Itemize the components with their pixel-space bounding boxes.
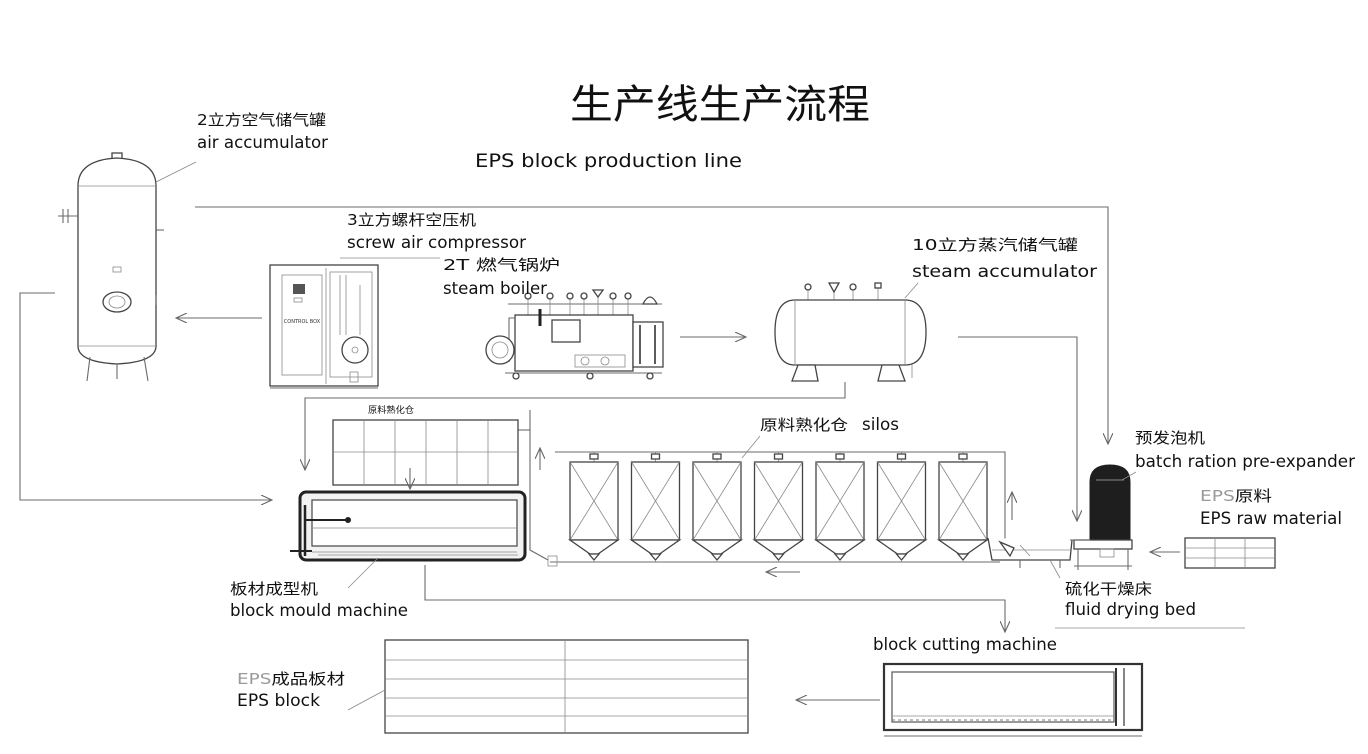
steam-accumulator-leader (904, 282, 919, 299)
silo-cross (938, 461, 988, 541)
silo-inlet-valve (712, 453, 722, 460)
cutting-machine-label: block cutting machine (873, 635, 1057, 655)
pipe-valve-box (547, 555, 558, 567)
silo-inlet-valve (773, 453, 784, 460)
pre-expander (1073, 464, 1133, 570)
silo-outlet-valve (956, 553, 970, 562)
air-accumulator-leader (155, 161, 197, 183)
raw-material-prefix: EPS (1200, 487, 1235, 505)
silo-cross (877, 461, 926, 541)
silo (875, 452, 928, 562)
silo-outlet-valve (895, 553, 908, 562)
silo-cone (752, 539, 805, 555)
mould-label-cn: 板材成型机 (230, 580, 318, 598)
silo-cone (813, 539, 867, 555)
block-mould-machine (290, 490, 527, 562)
silo-cross (815, 461, 865, 541)
block-cutting-machine (882, 662, 1144, 737)
eps-block-leader (347, 689, 386, 711)
eps-block-prefix: EPS (237, 670, 271, 688)
pre-expander-label-cn: 预发泡机 (1135, 429, 1205, 447)
silos-group (567, 452, 990, 562)
control-box-panel (281, 274, 323, 376)
control-box-text: CONTROL BOX (284, 319, 321, 325)
page-title: 生产线生产流程 (570, 82, 870, 128)
silo-inlet-valve (650, 453, 661, 460)
silo-outlet-valve (833, 553, 847, 562)
silo-cone (875, 539, 928, 555)
silo (936, 452, 990, 562)
silo (813, 452, 867, 562)
silo (629, 452, 682, 562)
air-to-mould-line (19, 292, 272, 500)
compressor-label-en: screw air compressor (347, 233, 526, 253)
steam-boiler (485, 289, 664, 380)
silo-inlet-valve (896, 453, 907, 460)
silo (690, 452, 744, 562)
boiler-label-en: steam boiler (443, 279, 547, 299)
silo-cross (631, 461, 680, 541)
silo-cone (936, 539, 990, 555)
silos-label-en: silos (862, 415, 899, 435)
air-supply-line (195, 206, 1108, 444)
mould-leader (347, 557, 379, 589)
silos-leader (741, 435, 761, 459)
steam-to-pre-expander-line (958, 336, 1077, 521)
silo-inlet-valve (589, 453, 599, 460)
screw-air-compressor: CONTROL BOX (269, 264, 379, 389)
steam-accumulator-tank (774, 282, 927, 382)
mould-to-cutting-line (424, 565, 1005, 632)
air-accumulator-label-cn: 2立方空气储气罐 (197, 111, 326, 129)
pre-expander-leader (1121, 471, 1137, 481)
pre-expander-label-en: batch ration pre-expander (1135, 452, 1355, 472)
silo-cross (569, 461, 619, 541)
silo-outlet-valve (710, 553, 724, 562)
control-screen (293, 284, 305, 294)
silo-cone (567, 539, 621, 555)
boiler-label-cn: 2T 燃气锅炉 (443, 256, 560, 274)
silos-label-cn: 原料熟化仓 (760, 416, 848, 434)
eps-block-label-en: EPS block (237, 691, 320, 711)
steam-to-mould-line (305, 382, 846, 470)
silo (567, 452, 621, 562)
page-subtitle: EPS block production line (475, 150, 742, 172)
compressor-label-cn: 3立方螺杆空压机 (347, 211, 476, 229)
silo (752, 452, 805, 562)
bin-vertical-pipe (529, 410, 549, 561)
eps-block-stack (384, 639, 749, 734)
drying-bed-label-cn: 硫化干燥床 (1065, 580, 1152, 598)
silo-outlet-valve (772, 553, 785, 562)
silo-inlet-valve (835, 453, 845, 460)
silo-inlet-valve (958, 453, 968, 460)
silo-cone (629, 539, 682, 555)
silo-cone (690, 539, 744, 555)
raw-material-label-en: EPS raw material (1200, 509, 1342, 529)
raw-material-stack (1184, 537, 1276, 569)
drying-bed-label-en: fluid drying bed (1065, 600, 1196, 620)
steam-accumulator-label-cn: 10立方蒸汽储气罐 (912, 236, 1078, 254)
silo-outlet-valve (587, 553, 601, 562)
drying-bed-leader (1049, 559, 1061, 579)
air-accumulator-tank (58, 152, 164, 382)
eps-block-cn: 成品板材 (271, 670, 345, 688)
fluid-drying-bed (987, 537, 1090, 568)
premature-bin-label: 原料熟化仓 (368, 404, 414, 416)
steam-accumulator-label-en: steam accumulator (912, 262, 1097, 282)
raw-material-cn: 原料 (1235, 487, 1272, 505)
silo-cross (754, 461, 803, 541)
premature-bin-grid (332, 419, 519, 489)
air-accumulator-label-en: air accumulator (197, 133, 328, 153)
silo-cross (692, 461, 742, 541)
silo-outlet-valve (649, 553, 662, 562)
mould-label-en: block mould machine (230, 601, 408, 621)
